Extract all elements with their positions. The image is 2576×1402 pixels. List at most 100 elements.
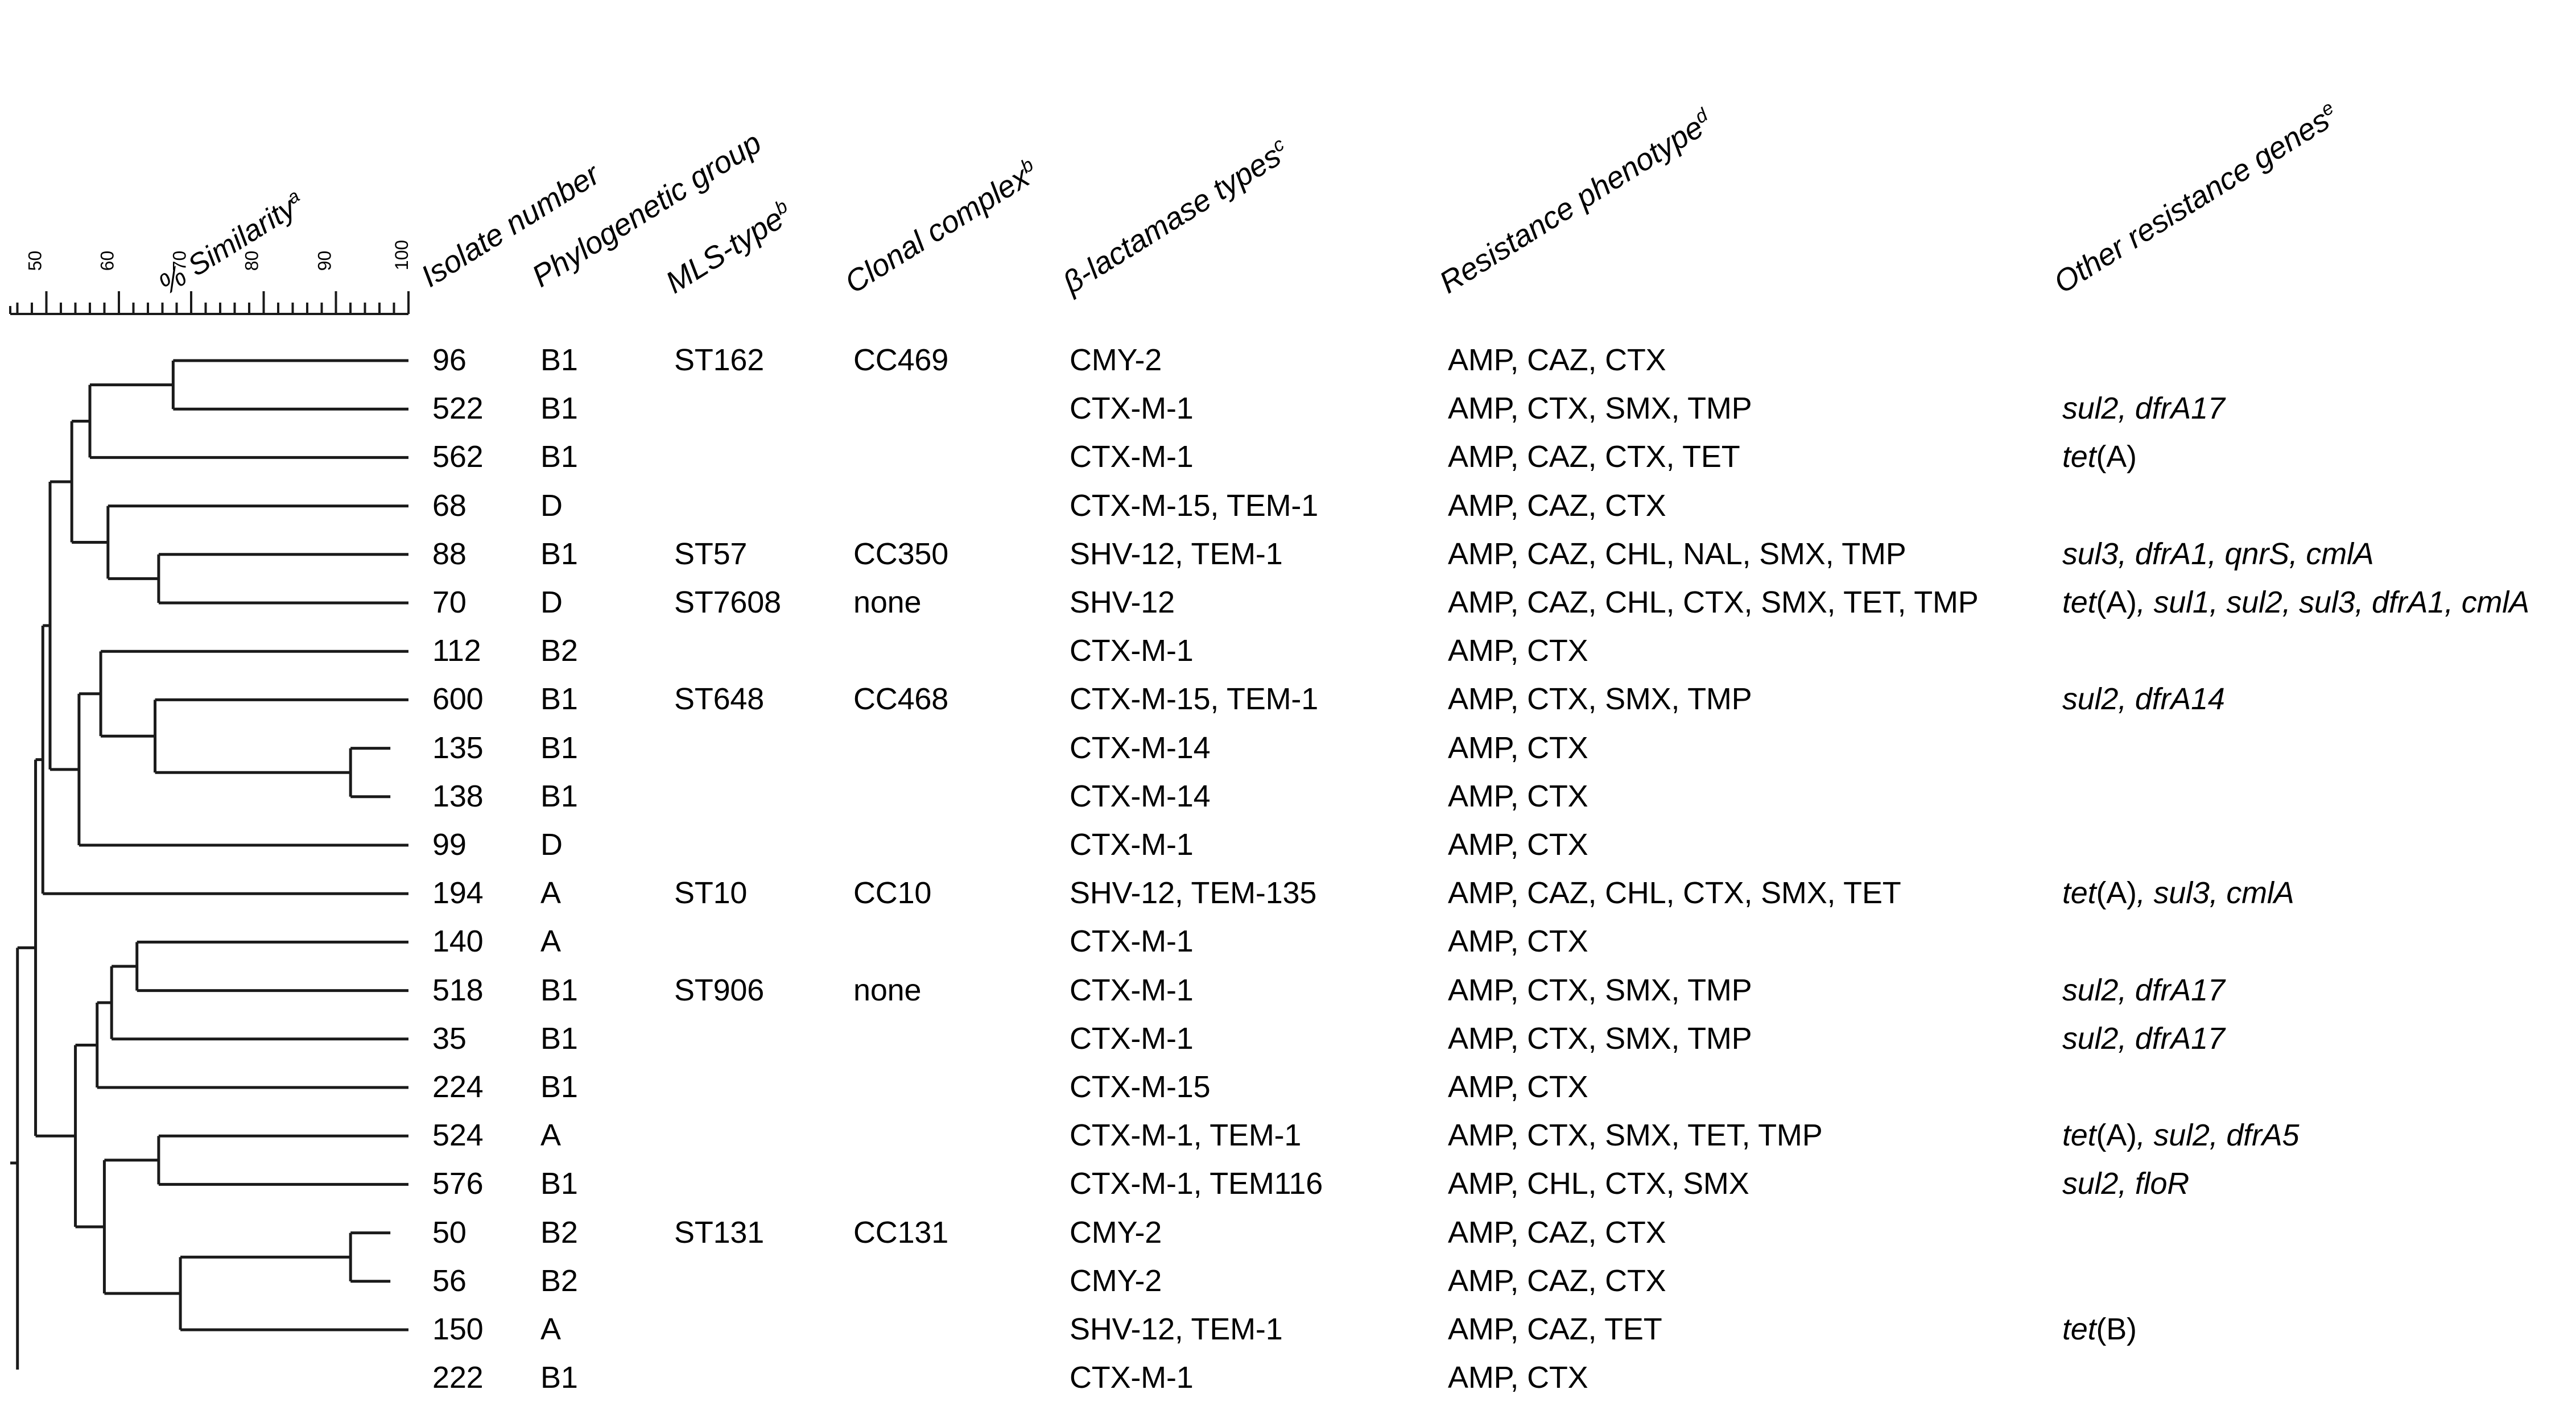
cell-bla: CTX-M-1	[1070, 828, 1194, 862]
cell-phenotype: AMP, CTX	[1448, 730, 1588, 765]
cell-bla: CTX-M-1, TEM-1	[1070, 1118, 1302, 1153]
cell-bla: SHV-12, TEM-1	[1070, 536, 1283, 571]
cell-mls: ST906	[674, 973, 765, 1007]
cell-mls: ST57	[674, 536, 748, 571]
cell-phenotype: AMP, CAZ, CHL, CTX, SMX, TET	[1448, 876, 1901, 911]
cell-mls: ST7608	[674, 585, 781, 619]
cell-phenotype: AMP, CAZ, CTX	[1448, 488, 1666, 523]
cell-bla: CTX-M-1, TEM116	[1070, 1167, 1323, 1201]
cell-genes: sul2, floR	[2062, 1167, 2190, 1201]
cell-genes: sul2, dfrA17	[2062, 391, 2225, 426]
cell-phylo: B1	[540, 779, 578, 813]
cell-cc: CC469	[853, 343, 949, 377]
cell-phylo: B1	[540, 343, 578, 377]
cell-phenotype: AMP, CTX	[1448, 1070, 1588, 1104]
cell-phylo: A	[540, 1312, 561, 1346]
cell-isolate: 576	[432, 1167, 484, 1201]
cell-phenotype: AMP, CTX, SMX, TMP	[1448, 1021, 1752, 1056]
cell-isolate: 150	[432, 1312, 484, 1346]
cell-phenotype: AMP, CTX	[1448, 634, 1588, 668]
cell-isolate: 140	[432, 924, 484, 959]
cell-bla: CTX-M-1	[1070, 440, 1194, 474]
cell-phylo: B1	[540, 1360, 578, 1395]
cell-cc: CC468	[853, 682, 949, 717]
cell-phenotype: AMP, CAZ, CTX, TET	[1448, 440, 1740, 474]
cell-bla: CMY-2	[1070, 1263, 1162, 1298]
table-row: 99 D CTX-M-1 AMP, CTX	[0, 821, 2576, 869]
cell-cc: CC10	[853, 876, 932, 911]
cell-isolate: 68	[432, 488, 467, 523]
cell-phenotype: AMP, CAZ, CTX	[1448, 1215, 1666, 1250]
cell-isolate: 96	[432, 343, 467, 377]
cell-genes: tet(A)	[2062, 440, 2137, 474]
cell-phylo: A	[540, 876, 561, 911]
cell-isolate: 522	[432, 391, 484, 426]
cell-bla: CTX-M-14	[1070, 779, 1211, 813]
cell-phenotype: AMP, CTX	[1448, 1360, 1588, 1395]
cell-cc: CC131	[853, 1215, 949, 1250]
cell-phenotype: AMP, CHL, CTX, SMX	[1448, 1167, 1749, 1201]
axis-tick-marks	[16, 291, 410, 314]
cell-cc: none	[853, 585, 922, 619]
cell-phenotype: AMP, CTX, SMX, TMP	[1448, 973, 1752, 1007]
cell-phylo: A	[540, 924, 561, 959]
cell-phylo: B1	[540, 1070, 578, 1104]
cell-bla: CTX-M-1	[1070, 391, 1194, 426]
cell-phenotype: AMP, CTX, SMX, TET, TMP	[1448, 1118, 1823, 1153]
cell-phylo: B1	[540, 536, 578, 571]
cell-phenotype: AMP, CTX, SMX, TMP	[1448, 682, 1752, 717]
cell-isolate: 99	[432, 828, 467, 862]
cell-phylo: D	[540, 488, 563, 523]
cell-isolate: 562	[432, 440, 484, 474]
cell-isolate: 35	[432, 1021, 467, 1056]
cell-genes: sul2, dfrA14	[2062, 682, 2225, 717]
cell-phenotype: AMP, CTX	[1448, 779, 1588, 813]
cell-bla: SHV-12	[1070, 585, 1175, 619]
cell-genes: tet(A), sul3, cmlA	[2062, 876, 2294, 911]
cell-genes: tet(B)	[2062, 1312, 2137, 1346]
cell-phenotype: AMP, CAZ, CTX	[1448, 1263, 1666, 1298]
cell-phenotype: AMP, CTX	[1448, 828, 1588, 862]
cell-bla: CTX-M-1	[1070, 1360, 1194, 1395]
cell-genes: sul3, dfrA1, qnrS, cmlA	[2062, 536, 2374, 571]
cell-bla: SHV-12, TEM-135	[1070, 876, 1317, 911]
cell-isolate: 224	[432, 1070, 484, 1104]
cell-phylo: B1	[540, 973, 578, 1007]
cell-genes: sul2, dfrA17	[2062, 1021, 2225, 1056]
cell-phylo: B1	[540, 1021, 578, 1056]
cell-phylo: B1	[540, 440, 578, 474]
cell-bla: SHV-12, TEM-1	[1070, 1312, 1283, 1346]
cell-isolate: 135	[432, 730, 484, 765]
cell-isolate: 138	[432, 779, 484, 813]
cell-isolate: 88	[432, 536, 467, 571]
table-row: 138 B1 CTX-M-14 AMP, CTX	[0, 772, 2576, 821]
cell-bla: CTX-M-1	[1070, 973, 1194, 1007]
cell-phenotype: AMP, CAZ, CHL, CTX, SMX, TET, TMP	[1448, 585, 1979, 619]
cell-isolate: 112	[432, 634, 481, 668]
cell-phylo: B1	[540, 391, 578, 426]
cell-isolate: 524	[432, 1118, 484, 1153]
cell-mls: ST10	[674, 876, 748, 911]
cell-isolate: 56	[432, 1263, 467, 1298]
cell-mls: ST131	[674, 1215, 765, 1250]
cell-phenotype: AMP, CTX, SMX, TMP	[1448, 391, 1752, 426]
cell-phylo: B2	[540, 634, 578, 668]
table-row: 522 B1 CTX-M-1 AMP, CTX, SMX, TMP sul2, dfrA…	[0, 384, 2576, 433]
cell-isolate: 600	[432, 682, 484, 717]
cell-genes: tet(A), sul2, dfrA5	[2062, 1118, 2300, 1153]
cell-phylo: D	[540, 828, 563, 862]
